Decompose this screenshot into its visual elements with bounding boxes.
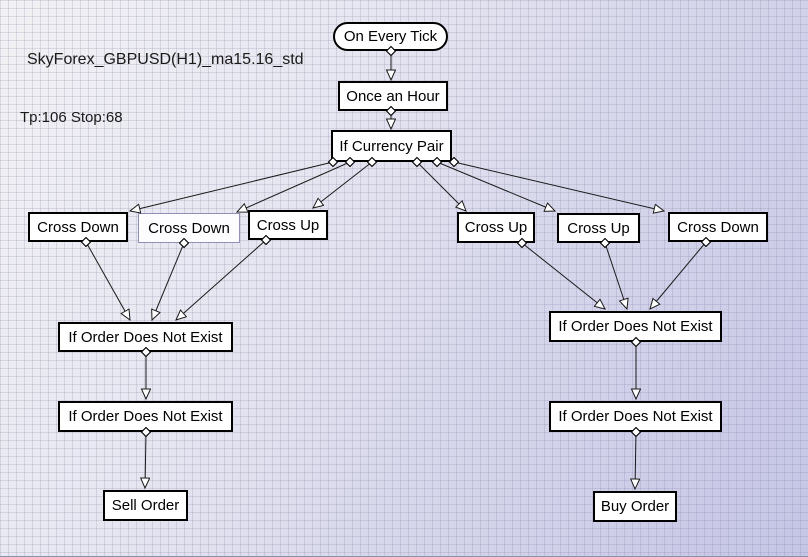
node-label: On Every Tick	[343, 28, 438, 45]
node-once-an-hour[interactable]: Once an Hour	[338, 81, 448, 111]
node-label: Cross Down	[148, 219, 230, 237]
edge-cross-up-3-to-if-order-left	[176, 239, 267, 320]
node-if-currency-pair[interactable]: If Currency Pair	[331, 130, 452, 162]
node-label: If Currency Pair	[339, 137, 444, 155]
edge-currency-to-cross-down-2	[237, 161, 351, 212]
node-cross-up-3[interactable]: Cross Up	[248, 210, 328, 240]
edge-if-order-left-2-to-sell	[145, 431, 146, 488]
edge-cross-down-2-to-if-order-left	[152, 242, 185, 320]
strategy-name-label: SkyForex_GBPUSD(H1)_ma15.16_std	[27, 51, 304, 68]
node-label: Once an Hour	[346, 87, 440, 105]
edge-cross-down-1-to-if-order-left	[85, 241, 130, 320]
node-cross-down-6[interactable]: Cross Down	[668, 212, 768, 242]
tp-stop-label: Tp:106 Stop:68	[20, 109, 123, 126]
node-sell-order[interactable]: Sell Order	[103, 490, 188, 521]
edge-currency-to-cross-up-4	[416, 161, 466, 211]
node-if-order-right-1[interactable]: If Order Does Not Exist	[549, 311, 722, 342]
node-cross-up-4[interactable]: Cross Up	[457, 212, 535, 243]
edge-if-order-right-2-to-buy	[635, 431, 636, 489]
node-if-order-left-1[interactable]: If Order Does Not Exist	[58, 322, 233, 352]
edge-currency-to-cross-down-1	[130, 161, 334, 211]
node-label: Cross Down	[37, 218, 119, 236]
node-label: Cross Up	[567, 219, 630, 237]
node-on-every-tick[interactable]: On Every Tick	[333, 22, 448, 51]
node-label: Cross Up	[464, 219, 528, 236]
node-cross-up-5[interactable]: Cross Up	[557, 213, 640, 243]
edge-cross-up-4-to-if-order-right	[521, 242, 605, 309]
node-if-order-right-2[interactable]: If Order Does Not Exist	[549, 401, 722, 432]
node-label: If Order Does Not Exist	[558, 408, 713, 425]
node-cross-down-2[interactable]: Cross Down	[138, 213, 240, 243]
node-label: Cross Up	[256, 216, 320, 234]
node-label: If Order Does Not Exist	[68, 328, 223, 346]
edge-currency-to-cross-up-5	[436, 161, 555, 211]
node-label: If Order Does Not Exist	[68, 408, 223, 425]
edge-currency-to-cross-up-3	[313, 161, 373, 208]
node-label: Sell Order	[111, 497, 180, 514]
edge-cross-down-6-to-if-order-right	[650, 241, 707, 309]
edge-currency-to-cross-down-6	[453, 161, 664, 211]
edge-cross-up-5-to-if-order-right	[604, 242, 627, 309]
node-label: If Order Does Not Exist	[558, 318, 713, 335]
node-label: Buy Order	[600, 498, 670, 515]
node-if-order-left-2[interactable]: If Order Does Not Exist	[58, 401, 233, 432]
node-buy-order[interactable]: Buy Order	[593, 491, 677, 522]
node-label: Cross Down	[677, 218, 759, 236]
node-cross-down-1[interactable]: Cross Down	[28, 212, 128, 242]
